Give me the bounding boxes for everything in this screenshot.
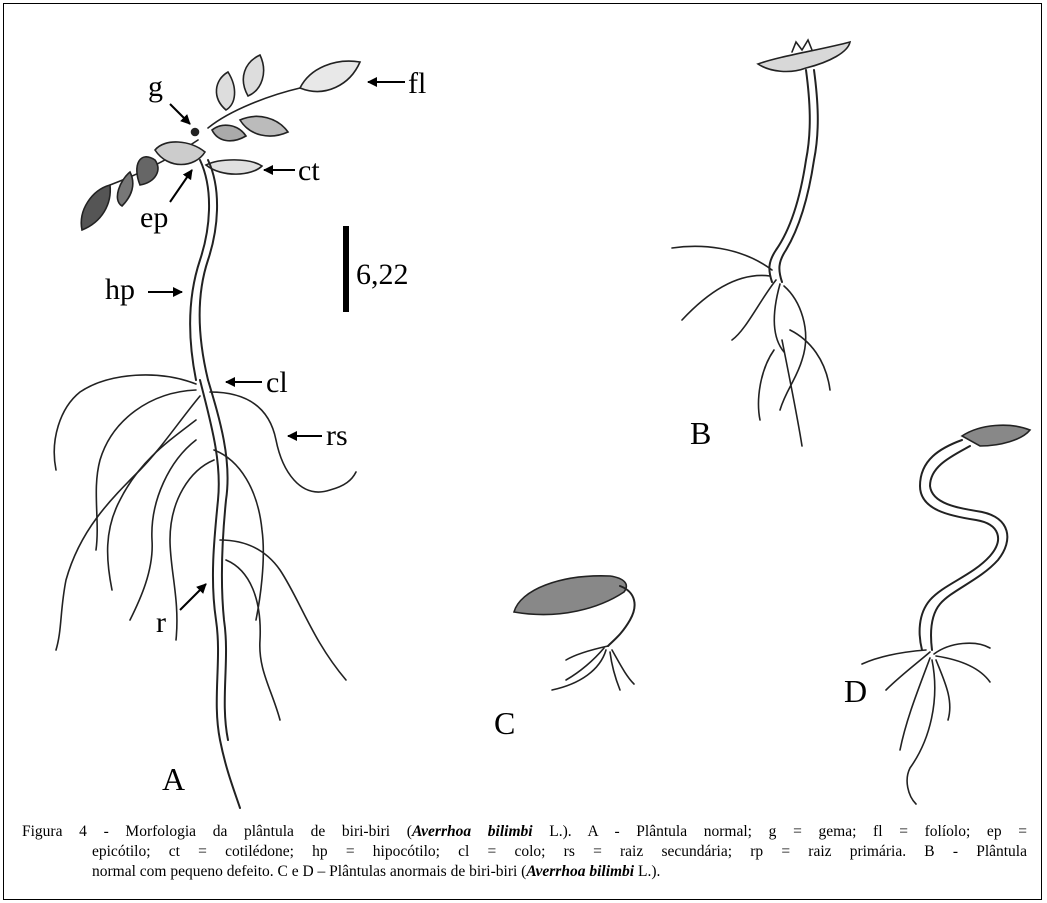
seedling-illustration: g fl ct ep hp cl rs r 6,22 A B C [0,0,1047,820]
arrow-ep [170,170,192,202]
seedling-d [862,425,1030,804]
label-ep: ep [140,201,168,234]
label-fl: fl [408,67,426,100]
roots-a [54,375,356,808]
label-cl: cl [266,366,288,399]
scale-label: 6,22 [356,258,409,291]
panel-label-a: A [162,761,185,797]
caption-line-1: Figura 4 - Morfologia da plântula de bir… [22,822,1027,842]
label-rs: rs [326,419,348,452]
arrow-g [170,104,190,124]
species-name: Averrhoa bilimbi [412,823,533,840]
arrow-r [180,584,206,610]
label-hp: hp [105,273,135,306]
panel-label-d: D [844,673,867,709]
label-r: r [156,606,166,639]
hypocotyl-a [190,160,209,380]
figure-caption: Figura 4 - Morfologia da plântula de bir… [22,822,1027,882]
seedling-c [514,576,635,690]
caption-line-2: epicótilo; ct = cotilédone; hp = hipocót… [22,842,1027,862]
seedling-b [672,40,850,446]
panel-label-c: C [494,705,515,741]
label-ct: ct [298,154,320,187]
label-g: g [148,70,163,103]
species-name-2: Averrhoa bilimbi [526,863,634,880]
leaves-a [81,55,360,230]
panel-label-b: B [690,415,711,451]
caption-line-3: normal com pequeno defeito. C e D – Plân… [22,862,1027,882]
